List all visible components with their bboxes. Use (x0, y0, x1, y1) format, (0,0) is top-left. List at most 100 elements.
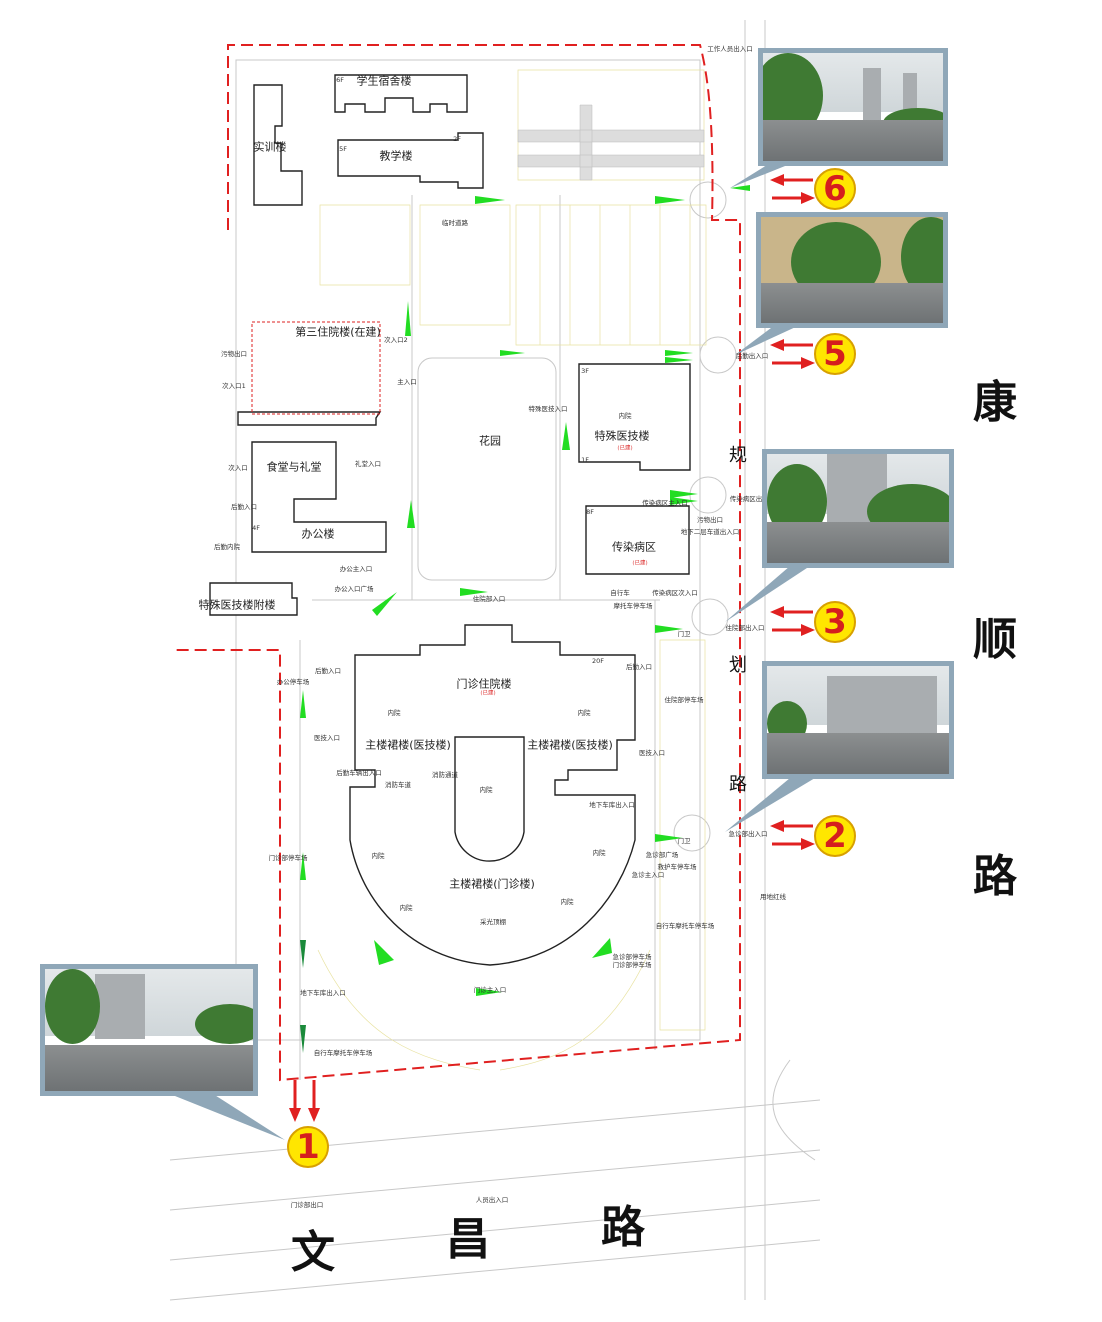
gate-marker-1[interactable]: 1 (287, 1126, 329, 1168)
label-b2-ramp: 地下二层车道出入口 (680, 527, 740, 536)
label-logistics-gate: 后勤出入口 (735, 351, 769, 360)
building-teaching: 教学楼 (379, 149, 413, 163)
road-wenchang-3: 路 (601, 1202, 645, 1253)
label-pedestrian-gate: 人员出入口 (475, 1195, 509, 1204)
label-courtyard: 内院 (479, 785, 493, 794)
label-logistics-entry: 后勤入口 (231, 502, 257, 511)
label-temp-road: 临时道路 (442, 218, 468, 227)
label-redline: 用地红线 (760, 892, 786, 901)
label-inpatient-parking: 住院部停车场 (664, 695, 704, 704)
label-ambulance: 救护车停车场 (657, 862, 697, 871)
label-inpatient-entry: 住院部入口 (472, 594, 506, 603)
building-podium-outpatient: 主楼裙楼(门诊楼) (449, 877, 535, 891)
building-podium-right: 主楼裙楼(医技楼) (527, 738, 613, 752)
label-main-entry: 主入口 (397, 377, 417, 386)
label-courtyard: 内院 (399, 903, 413, 912)
label-courtyard: 内院 (371, 851, 385, 860)
photo-gate-1 (40, 964, 258, 1096)
built-note: (已建) (480, 690, 496, 697)
gate-marker-5[interactable]: 5 (814, 333, 856, 375)
label-outpatient-main: 门诊主入口 (473, 985, 507, 994)
building-infectious: 传染病区 (612, 540, 656, 554)
label-infectious-main: 传染病区主入口 (642, 498, 688, 507)
built-note: (已建) (617, 445, 633, 452)
gate-marker-2[interactable]: 2 (814, 815, 856, 857)
floor-8f: 8F (586, 507, 594, 516)
road-planned-1: 规 (729, 445, 747, 466)
label-courtyard: 内院 (618, 411, 632, 420)
label-logistics-entry-r: 后勤入口 (626, 662, 652, 671)
floor-2f: 2F (453, 134, 461, 143)
garden: 花园 (479, 434, 501, 448)
floor-6f: 6F (336, 75, 344, 84)
road-kangshun-2: 顺 (973, 614, 1017, 665)
building-special-tech: 特殊医技楼 (594, 429, 650, 443)
label-staff-gate: 工作人员出入口 (707, 44, 753, 53)
label-courtyard: 内院 (577, 708, 591, 717)
green-arrows (300, 185, 750, 1053)
label-tech-entry-l: 医技入口 (314, 733, 340, 742)
label-emergency-gate: 急诊部出入口 (728, 829, 768, 838)
label-guard2: 门卫 (677, 836, 691, 845)
photo-gate-2 (762, 661, 954, 779)
building-special-annex: 特殊医技楼附楼 (198, 598, 276, 612)
label-bike-moto-r: 自行车摩托车停车场 (655, 921, 715, 930)
building-outpatient-inpatient: 门诊住院楼 (456, 677, 512, 691)
photo-callouts (165, 160, 815, 1140)
label-infectious-sub: 传染病区次入口 (652, 588, 698, 597)
floor-3f: 3F (581, 366, 589, 375)
gate-marker-3[interactable]: 3 (814, 601, 856, 643)
photo-gate-6 (758, 48, 948, 166)
built-note: (已建) (632, 560, 648, 567)
label-moto-parking: 摩托车停车场 (613, 601, 653, 610)
road-wenchang-1: 文 (291, 1227, 335, 1278)
label-bike-moto-b: 自行车摩托车停车场 (313, 1048, 373, 1057)
road-planned-3: 路 (729, 774, 747, 795)
gate-marker-6[interactable]: 6 (814, 168, 856, 210)
building-canteen: 食堂与礼堂 (266, 460, 322, 474)
label-courtyard: 内院 (592, 848, 606, 857)
photo-gate-5 (756, 212, 948, 328)
label-bike: 自行车 (610, 588, 630, 597)
building-office: 办公楼 (301, 527, 335, 541)
floor-1f: 1F (581, 455, 589, 464)
site-redline (175, 44, 741, 1082)
label-outpatient-parking2: 门诊部停车场 (612, 960, 652, 969)
building-inpatient3: 第三住院楼(在建) (295, 325, 381, 339)
label-emergency-plaza: 急诊部广场 (645, 850, 679, 859)
label-sub-entry2: 次入口2 (384, 335, 408, 344)
building-podium-left: 主楼裙楼(医技楼) (365, 738, 451, 752)
label-sub-entry1: 次入口1 (222, 381, 246, 390)
label-fire-lane: 消防车道 (385, 780, 411, 789)
road-kangshun-3: 路 (973, 851, 1017, 902)
building-training: 实训楼 (253, 140, 287, 154)
road-kangshun-1: 康 (973, 377, 1017, 428)
label-infectious-exit: 传染病区出 (729, 494, 763, 503)
label-office-plaza: 办公入口广场 (334, 584, 374, 593)
label-skylight: 采光顶棚 (480, 917, 506, 926)
floor-5f: 5F (339, 144, 347, 153)
label-emergency-main: 急诊主入口 (631, 870, 665, 879)
label-outpatient-exit: 门诊部出口 (290, 1200, 324, 1209)
label-logistics-yard: 后勤内院 (214, 542, 240, 551)
label-outpatient-parking: 门诊部停车场 (268, 853, 308, 862)
label-logistics-vehicle: 后勤车辆出入口 (336, 768, 382, 777)
road-planned-2: 划 (729, 655, 747, 676)
label-hall-entry: 礼堂入口 (355, 459, 381, 468)
label-logistics-entry-l: 后勤入口 (315, 666, 341, 675)
label-waste-exit: 污物出口 (697, 515, 723, 524)
label-courtyard: 内院 (560, 897, 574, 906)
label-courtyard: 内院 (387, 708, 401, 717)
floor-20f: 20F (591, 656, 605, 665)
label-sub-entry: 次入口 (228, 463, 248, 472)
label-special-entry: 特殊医技入口 (528, 404, 568, 413)
label-office-main: 办公主入口 (339, 564, 373, 573)
label-guard: 门卫 (677, 629, 691, 638)
photo-gate-3 (762, 449, 954, 568)
label-fire-passage: 消防通道 (432, 770, 458, 779)
road-wenchang-2: 昌 (446, 1214, 490, 1265)
label-office-parking: 办公停车场 (276, 677, 310, 686)
red-arrows (289, 174, 815, 1122)
label-emergency-parking: 急诊部停车场 (612, 952, 652, 961)
